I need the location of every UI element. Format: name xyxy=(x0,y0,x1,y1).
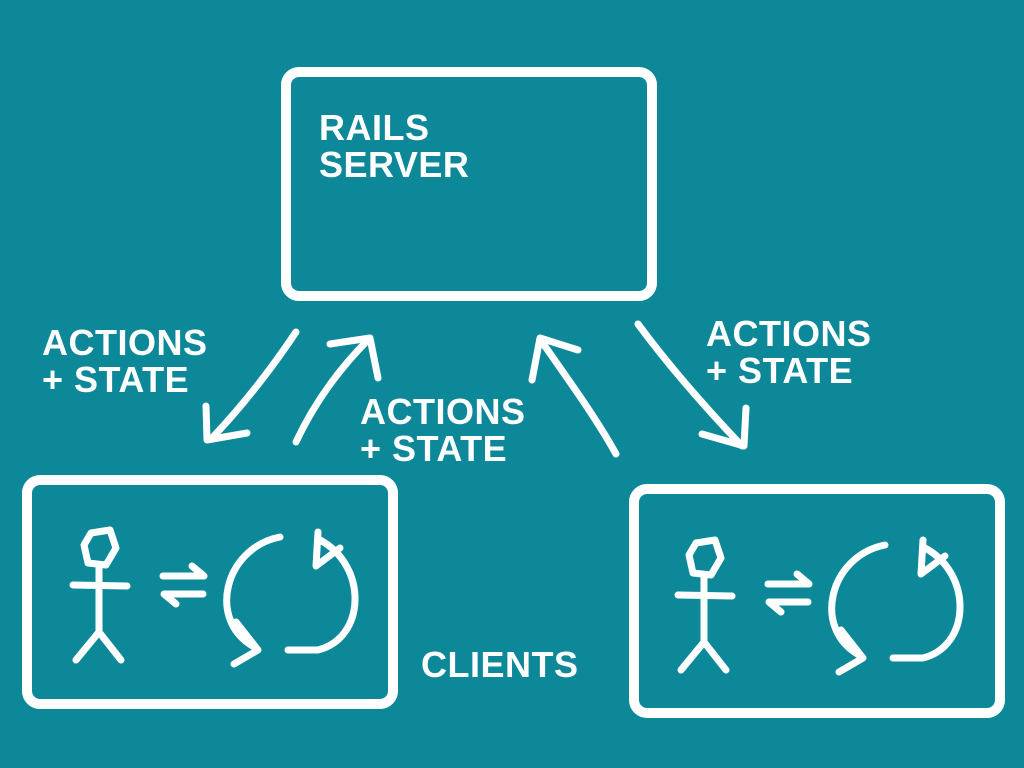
client-box-left xyxy=(22,475,398,709)
clients-label: CLIENTS xyxy=(421,644,579,685)
rails-server-box: RAILS SERVER xyxy=(281,67,657,301)
edge-label-center: ACTIONS + STATE xyxy=(360,393,526,467)
server-title: RAILS SERVER xyxy=(319,109,469,183)
edge-label-center-line1: ACTIONS xyxy=(360,391,526,432)
edge-label-right: ACTIONS + STATE xyxy=(706,315,872,389)
server-title-line1: RAILS xyxy=(319,107,430,148)
edge-label-left-line1: ACTIONS xyxy=(42,322,208,363)
edge-label-center-line2: + STATE xyxy=(360,428,508,469)
edge-label-right-line1: ACTIONS xyxy=(706,313,872,354)
arrow-server-to-left-client-icon xyxy=(202,328,300,444)
arrow-right-client-to-server-icon xyxy=(528,334,620,458)
server-title-line2: SERVER xyxy=(319,144,470,185)
edge-label-right-line2: + STATE xyxy=(706,350,854,391)
client-box-right xyxy=(629,484,1005,718)
edge-label-left: ACTIONS + STATE xyxy=(42,324,208,398)
edge-label-left-line2: + STATE xyxy=(42,359,190,400)
